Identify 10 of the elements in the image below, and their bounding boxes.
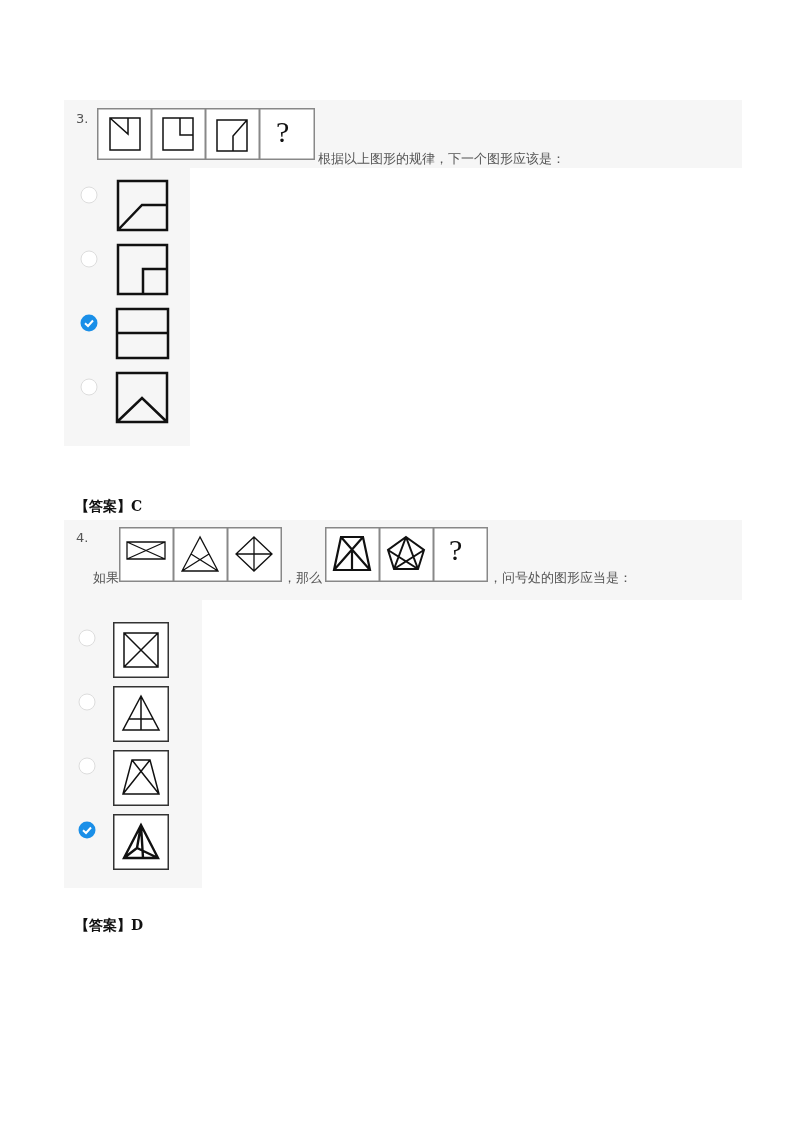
- question-number: 3.: [76, 111, 89, 127]
- question-mark: ?: [449, 534, 463, 566]
- question-text: 如果: [93, 570, 119, 586]
- question-text: ，那么: [283, 570, 322, 586]
- question-number: 4.: [76, 530, 89, 546]
- answer-text: 【答案】C: [75, 498, 143, 514]
- question-mark: ?: [276, 116, 290, 148]
- question-text: ，问号处的图形应当是：: [489, 570, 632, 586]
- question-text: 根据以上图形的规律，下一个图形应该是：: [318, 151, 565, 167]
- answer-text: 【答案】D: [75, 917, 144, 933]
